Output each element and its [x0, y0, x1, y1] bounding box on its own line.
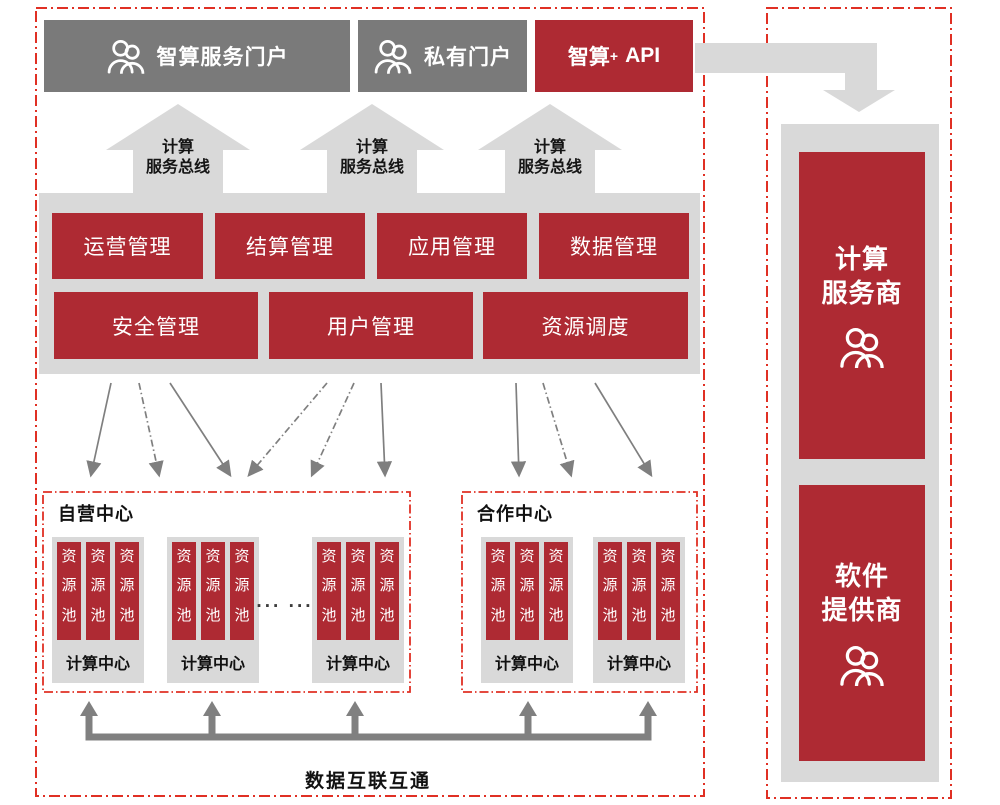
service-bus-up-arrow	[106, 104, 250, 194]
compute-center-block: 资源池 资源池 资源池 计算中心	[52, 537, 144, 683]
compute-service-provider-box: 计算 服务商	[799, 152, 925, 459]
api-label-base: 智算	[567, 46, 610, 69]
resource-pool-bar: 资源池	[115, 542, 139, 640]
portal-box-smart-computing: 智算服务门户	[44, 20, 350, 92]
resource-pool-bar: 资源池	[598, 542, 622, 640]
software-provider-box: 软件 提供商	[799, 485, 925, 761]
resource-pool-bar: 资源池	[201, 542, 225, 640]
dispatch-arrows	[86, 382, 653, 478]
service-bus-label-line2: 服务总线	[517, 159, 582, 176]
up-arrowhead	[519, 701, 537, 716]
solid-arrow	[594, 382, 653, 478]
data-interconnect-label: 数据互联互通	[304, 771, 431, 792]
solid-arrow	[510, 382, 527, 478]
compute-center-block: 资源池 资源池 资源池 计算中心	[167, 537, 259, 683]
mgmt-label: 数据管理	[570, 236, 658, 259]
provider-label-line2: 服务商	[821, 277, 903, 308]
resource-pool-bar: 资源池	[172, 542, 196, 640]
dashdot-arrow	[138, 382, 164, 478]
resource-pool-bar: 资源池	[57, 542, 81, 640]
mgmt-box-settlement: 结算管理	[215, 213, 365, 279]
mgmt-label: 应用管理	[408, 236, 496, 259]
data-interconnect-connector	[80, 701, 657, 741]
compute-center-label: 计算中心	[494, 656, 559, 673]
mgmt-box-resource-scheduling: 资源调度	[483, 292, 688, 359]
cooperative-center-title: 合作中心	[477, 504, 553, 524]
provider-label: 软件 提供商	[821, 560, 902, 628]
api-to-providers-elbow-arrow	[695, 43, 895, 112]
resource-pool-bar: 资源池	[627, 542, 651, 640]
portal-label: 私有门户	[424, 46, 512, 69]
cooperative-center-dashed-border	[461, 491, 698, 693]
service-bus-label: 计算 服务总线	[113, 138, 243, 178]
resource-pool-bar: 资源池	[86, 542, 110, 640]
mgmt-box-operations: 运营管理	[52, 213, 203, 279]
service-bus-up-arrow	[300, 104, 444, 194]
compute-center-label: 计算中心	[325, 656, 390, 673]
mgmt-label: 运营管理	[83, 236, 172, 259]
users-icon	[373, 38, 413, 74]
mgmt-label: 资源调度	[541, 315, 630, 339]
compute-center-block: 资源池 资源池 资源池 计算中心	[593, 537, 685, 683]
api-label-suffix: API	[625, 44, 661, 67]
up-arrowhead	[80, 701, 98, 716]
resource-pool-bar: 资源池	[544, 542, 568, 640]
mgmt-box-user: 用户管理	[269, 292, 473, 359]
solid-arrow	[376, 382, 393, 478]
service-bus-label-line1: 计算	[533, 139, 566, 156]
portal-box-private: 私有门户	[358, 20, 527, 92]
dashdot-arrow	[310, 382, 355, 478]
users-icon	[838, 644, 886, 686]
resource-pool-bar: 资源池	[230, 542, 254, 640]
mgmt-box-security: 安全管理	[54, 292, 258, 359]
mgmt-box-application: 应用管理	[377, 213, 527, 279]
compute-center-label: 计算中心	[180, 656, 245, 673]
portal-label: 智算服务门户	[156, 46, 289, 69]
mgmt-label: 结算管理	[246, 236, 334, 259]
provider-label-line1: 计算	[834, 243, 889, 274]
users-icon	[106, 38, 146, 74]
solid-arrow	[169, 382, 232, 478]
resource-pool-bar: 资源池	[486, 542, 510, 640]
ellipsis-more-centers: ··· ···	[256, 596, 314, 617]
up-arrowhead	[346, 701, 364, 716]
api-box: 智算+API	[535, 20, 693, 92]
resource-pool-bar: 资源池	[346, 542, 370, 640]
dashdot-arrow	[542, 382, 575, 478]
provider-label: 计算 服务商	[821, 243, 902, 311]
up-arrowhead	[203, 701, 221, 716]
mgmt-label: 安全管理	[112, 315, 200, 339]
dashdot-arrow	[247, 382, 328, 477]
left-container-dashed-border	[35, 7, 705, 797]
service-bus-label-line1: 计算	[161, 139, 194, 156]
self-operated-center-dashed-border	[42, 491, 411, 693]
resource-pool-bar: 资源池	[515, 542, 539, 640]
up-arrowhead	[639, 701, 657, 716]
self-operated-center-title: 自营中心	[58, 504, 134, 524]
provider-label-line2: 提供商	[821, 595, 903, 625]
service-bus-label-line2: 服务总线	[145, 159, 210, 176]
users-icon	[838, 326, 886, 368]
resource-pool-bar: 资源池	[375, 542, 399, 640]
service-bus-label: 计算 服务总线	[485, 138, 615, 178]
service-bus-label-line1: 计算	[355, 139, 388, 156]
compute-center-block: 资源池 资源池 资源池 计算中心	[312, 537, 404, 683]
right-container-dashed-border	[766, 7, 952, 799]
service-bus-up-arrow	[478, 104, 622, 194]
solid-arrow	[86, 382, 112, 478]
service-bus-label: 计算 服务总线	[307, 138, 437, 178]
resource-pool-bar: 资源池	[656, 542, 680, 640]
compute-center-block: 资源池 资源池 资源池 计算中心	[481, 537, 573, 683]
provider-label-line1: 软件	[834, 561, 889, 592]
resource-pool-bar: 资源池	[317, 542, 341, 640]
mgmt-label: 用户管理	[327, 315, 415, 339]
compute-center-label: 计算中心	[606, 656, 671, 673]
compute-center-label: 计算中心	[65, 656, 130, 673]
mgmt-box-data: 数据管理	[539, 213, 689, 279]
service-bus-label-line2: 服务总线	[339, 159, 404, 176]
